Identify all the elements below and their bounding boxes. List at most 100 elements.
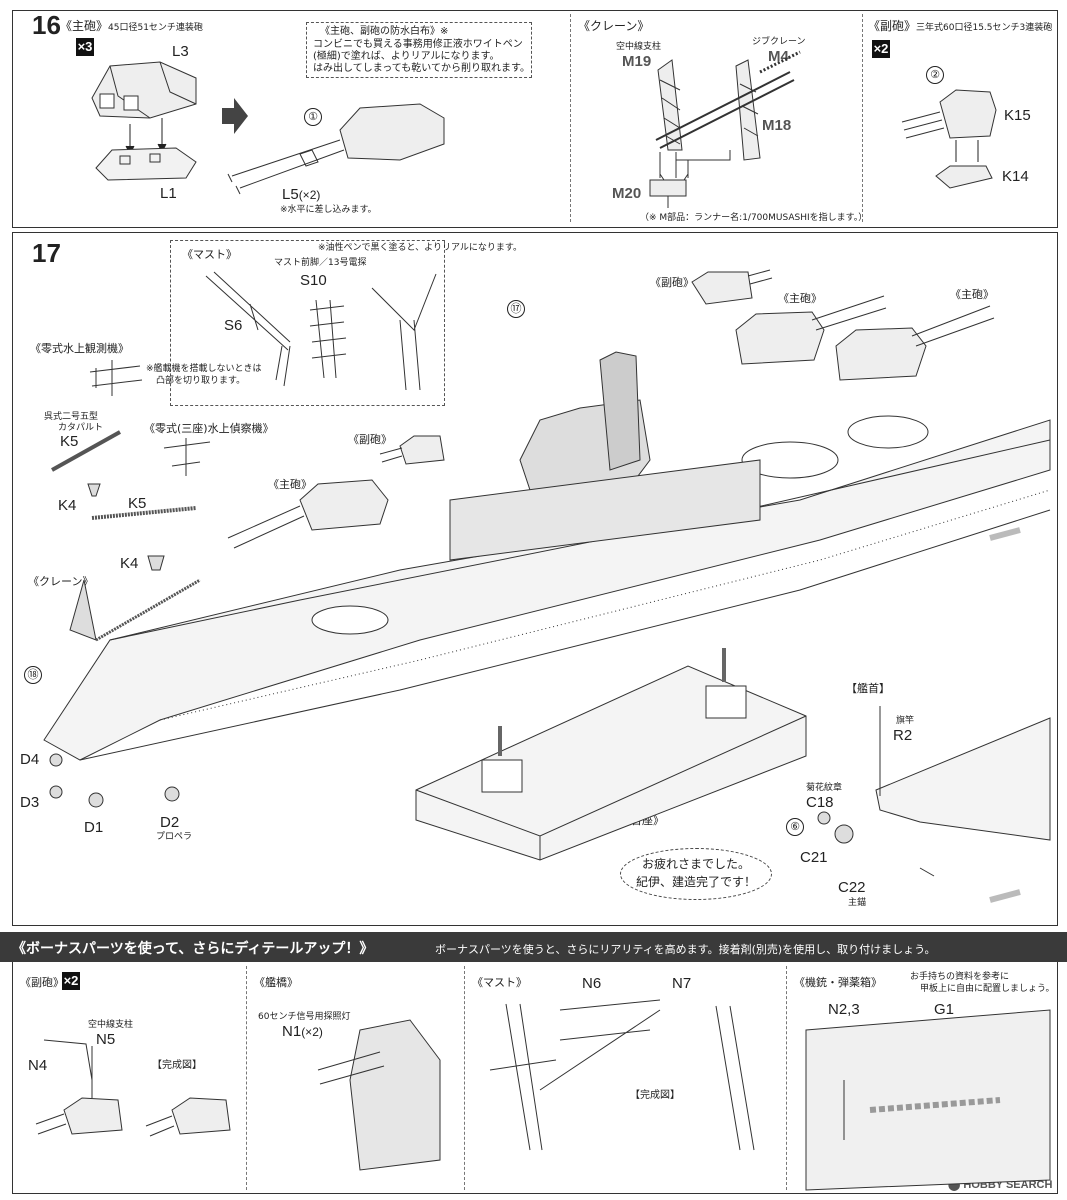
waterproof-note-title: 《主砲、副砲の防水白布》※	[320, 26, 449, 37]
part-n4: N4	[28, 1057, 48, 1074]
propellers-drawing	[49, 753, 180, 808]
part-r2: R2	[893, 727, 913, 744]
jib-crane-label: ジブクレーン	[752, 37, 806, 47]
waterproof-note-line-3: はみ出してしまっても乾いてから削り取れます。	[313, 63, 530, 74]
part-k4-a: K4	[58, 497, 77, 514]
step16-divider-1	[570, 14, 571, 222]
part-n1-code: N1	[282, 1023, 302, 1040]
secondary-label-b: 《副砲》	[650, 276, 694, 289]
main-gun-title-text: 《主砲》	[60, 19, 109, 33]
ref-18-marker: ⑱	[24, 666, 42, 684]
bonus-mast-drawing	[489, 999, 755, 1151]
waterproof-note-box	[306, 22, 532, 78]
mast-s10-label: マスト前脚／13号電探	[274, 258, 367, 268]
bonus-mast-title: 《マスト》	[472, 976, 527, 989]
propeller-label: プロペラ	[156, 832, 193, 842]
step16-frame	[12, 10, 1058, 228]
bonus-subtitle: ボーナスパーツを使うと、さらにリアリティを高めます。接着剤(別売)を使用し、取り…	[435, 943, 936, 956]
bonus-secondary-done: 【完成図】	[152, 1060, 202, 1071]
superstructure-drawing	[449, 351, 761, 561]
ref-2-marker: ②	[926, 66, 944, 84]
part-c21: C21	[800, 849, 828, 866]
mast-s10-drawing	[309, 273, 437, 391]
part-c22: C22	[838, 879, 866, 896]
part-d3: D3	[20, 794, 40, 811]
mast-box	[170, 240, 445, 406]
turret-l3-drawing	[91, 61, 197, 119]
part-l1: L1	[160, 185, 177, 202]
step-arrow-icon	[222, 98, 248, 134]
bonus-aa-note-2: 甲板上に自由に配置しましょう。	[920, 984, 1055, 994]
crane-17-drawing	[69, 578, 201, 642]
finish-message: お疲れさまでした。 紀伊、建造完了です！	[620, 848, 772, 900]
secondary-gun-title: 《副砲》三年式60口径15.5センチ3連装砲	[868, 17, 1052, 34]
mast-paint-note: ※油性ペンで黒く塗ると、よりリアルになります。	[318, 243, 523, 253]
secondary-gun-subtitle: 三年式60口径15.5センチ3連装砲	[916, 23, 1053, 33]
main-turret-17a-drawing	[227, 479, 389, 549]
part-k5-a: K5	[60, 433, 79, 450]
bonus-divider-2	[464, 966, 465, 1190]
crane-m20-drawing	[649, 150, 731, 208]
bonus-aa-title: 《機銃・弾薬箱》	[794, 976, 882, 989]
catapult-drawing	[51, 430, 197, 571]
part-l5-qty: (×2)	[298, 188, 321, 202]
seaplane-title: 《零式水上観測機》	[30, 342, 129, 355]
seaplane-note-2: 凸部を切り取ります。	[156, 376, 246, 386]
part-d2: D2	[160, 814, 180, 831]
secondary-k15-drawing	[901, 89, 997, 139]
bonus-secondary-title: 《副砲》	[20, 976, 64, 989]
bonus-divider-1	[246, 966, 247, 1190]
part-d1: D1	[84, 819, 104, 836]
main-label-a: 《主砲》	[268, 478, 312, 491]
part-s6: S6	[224, 317, 243, 334]
catapult-label-1: 呉式二号五型	[44, 412, 99, 422]
turret-base-l1-drawing	[95, 147, 197, 181]
searchlight-label: 60センチ信号用探照灯	[258, 1012, 351, 1022]
mast-title: 《マスト》	[182, 248, 237, 261]
m-parts-note: （※ M部品：ランナー名:1/700MUSASHIを指します。）	[640, 213, 868, 223]
main-gun-qty-badge: ×3	[76, 38, 94, 56]
bonus-banner	[0, 932, 1067, 962]
part-k15: K15	[1004, 107, 1031, 124]
seaplane-drawing	[89, 360, 211, 476]
mast-support-label: 空中線支柱	[616, 42, 662, 52]
flagstaff-label: 旗竿	[896, 716, 915, 726]
part-g1: G1	[934, 1001, 955, 1018]
part-m19: M19	[622, 53, 652, 70]
part-k4-b: K4	[120, 555, 139, 572]
bow-detail-drawing	[817, 706, 1051, 877]
bonus-aa-drawing	[805, 1009, 1051, 1191]
part-n5: N5	[96, 1031, 116, 1048]
main-label-c: 《主砲》	[950, 288, 994, 301]
battleship-hull-drawing	[43, 415, 1051, 761]
bonus-bridge-title: 《艦橋》	[254, 976, 298, 989]
step16-divider-2	[862, 14, 863, 222]
secondary-k14-drawing	[935, 140, 993, 189]
anchor-label: 主錨	[848, 898, 867, 908]
turret-assembled-drawing	[227, 103, 445, 195]
bow-label: 【艦首】	[846, 682, 890, 695]
bonus-mast-done: 【完成図】	[630, 1090, 680, 1101]
step17-frame	[12, 232, 1058, 926]
bonus-title: 《ボーナスパーツを使って、さらにディテールアップ！》	[12, 941, 374, 957]
part-k5-b: K5	[128, 495, 147, 512]
part-n2-3: N2,3	[828, 1001, 860, 1018]
display-stand-drawing	[415, 648, 807, 861]
waterproof-note-line-2: (極細)で塗れば、よりリアルになります。	[313, 51, 500, 62]
part-n1-qty: (×2)	[301, 1025, 323, 1039]
main-gun-subtitle: 45口径51センチ連装砲	[108, 23, 203, 33]
part-l5: L5(×2)	[282, 187, 320, 203]
main-gun-title: 《主砲》45口径51センチ連装砲	[60, 17, 203, 34]
finish-message-line-2: 紀伊、建造完了です！	[635, 875, 756, 889]
part-k14: K14	[1002, 168, 1029, 185]
emblem-label: 菊花紋章	[806, 783, 843, 793]
recon-plane-title: 《零式(三座)水上偵察機》	[144, 422, 274, 435]
finish-message-line-1: お疲れさまでした。	[641, 857, 750, 871]
secondary-label-a: 《副砲》	[348, 433, 392, 446]
crane-m18-drawing	[655, 50, 801, 161]
part-n7: N7	[672, 975, 692, 992]
bonus-aa-note-1: お手持ちの資料を参考に	[910, 972, 1010, 982]
waterproof-note-line-1: コンビニでも買える事務用修正液ホワイトペン	[313, 39, 523, 50]
part-n1: N1(×2)	[282, 1024, 323, 1040]
